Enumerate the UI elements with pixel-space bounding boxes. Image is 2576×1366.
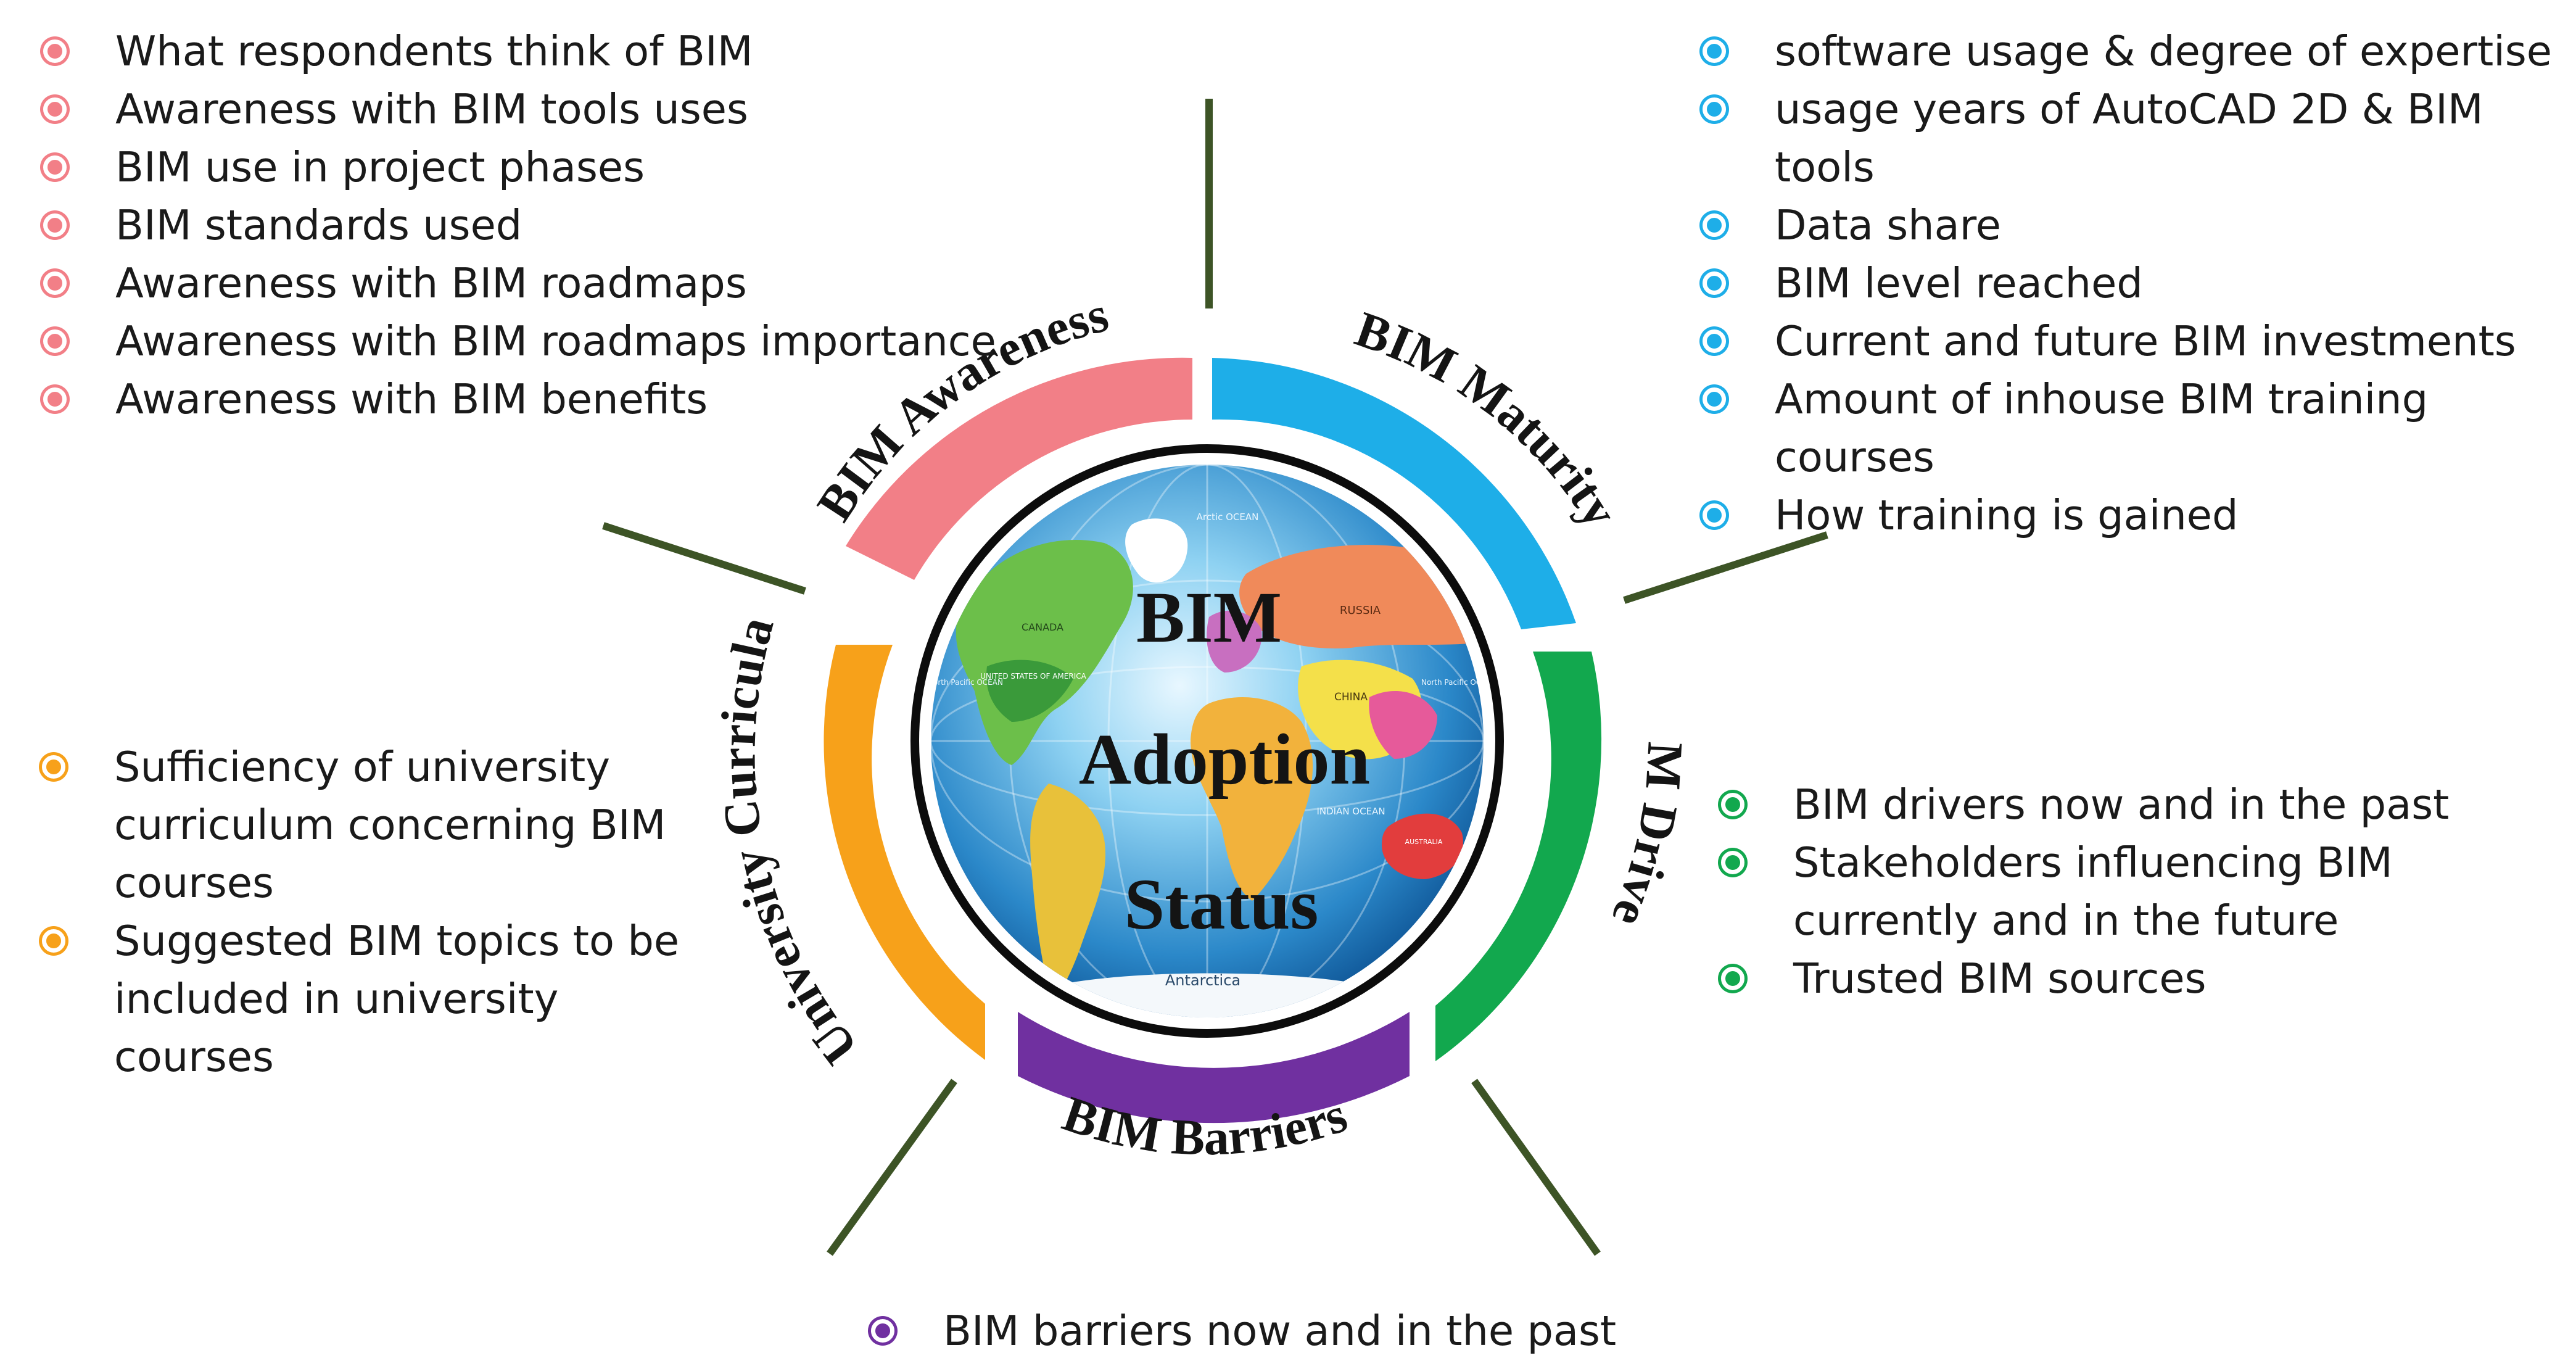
maturity-item-text: How training is gained (1775, 491, 2239, 539)
connector-line (602, 522, 806, 595)
bullet-dot-icon (42, 755, 65, 779)
bullet-dot-icon (1721, 851, 1744, 874)
maturity-item-text: usage years of AutoCAD 2D & BIM tools (1775, 85, 2483, 191)
bullet-dot-icon (1721, 793, 1744, 816)
maturity-list-item: usage years of AutoCAD 2D & BIM tools (1703, 80, 2566, 196)
maturity-list-item: software usage & degree of expertise (1703, 22, 2566, 80)
curricula-item-text: Suggested BIM topics to be included in u… (114, 917, 680, 1081)
bullet-dot-icon (1703, 387, 1726, 411)
connector-line (1623, 531, 1828, 604)
map-label-australia: AUSTRALIA (1405, 838, 1443, 846)
map-label-usa: UNITED STATES OF AMERICA (980, 672, 1086, 681)
maturity-item-text: Current and future BIM investments (1775, 317, 2516, 365)
curricula-ring-segment (824, 645, 985, 1060)
bullet-dot-icon (1703, 39, 1726, 63)
maturity-list-item: Data share (1703, 196, 2566, 254)
maturity-list-item: Amount of inhouse BIM training courses (1703, 370, 2566, 486)
maturity-items-list: software usage & degree of expertise usag… (1703, 22, 2566, 544)
bullet-dot-icon (1703, 503, 1726, 527)
map-label-canada: CANADA (1022, 621, 1063, 633)
awareness-list-item: BIM standards used (43, 196, 1030, 254)
globe: Arctic OCEAN RUSSIA CANADA UNITED STATES… (910, 444, 1504, 1038)
drivers-item-text: Trusted BIM sources (1793, 954, 2207, 1003)
bullet-dot-icon (42, 929, 65, 953)
maturity-list-item: Current and future BIM investments (1703, 312, 2566, 370)
awareness-list-item: Awareness with BIM tools uses (43, 80, 1030, 138)
bullet-dot-icon (871, 1319, 894, 1343)
barriers-items-list: BIM barriers now and in the past (871, 1302, 1735, 1360)
awareness-list-item: Awareness with BIM benefits (43, 370, 1030, 428)
map-label-north-pacific-right: North Pacific OCEAN (1421, 678, 1496, 687)
map-label-indian-ocean: INDIAN OCEAN (1316, 806, 1385, 817)
map-label-china: CHINA (1334, 691, 1368, 703)
awareness-item-text: Awareness with BIM roadmaps (115, 259, 747, 307)
barriers-item-text: BIM barriers now and in the past (943, 1307, 1617, 1355)
bullet-dot-icon (43, 387, 67, 411)
connector-line (827, 1078, 957, 1256)
bullet-dot-icon (43, 97, 67, 121)
curricula-list-item: Suggested BIM topics to be included in u… (42, 912, 727, 1086)
bullet-dot-icon (1703, 329, 1726, 353)
drivers-item-text: BIM drivers now and in the past (1793, 780, 2450, 829)
bullet-dot-icon (43, 155, 67, 179)
map-label-antarctica: Antarctica (1165, 972, 1241, 989)
maturity-item-text: Amount of inhouse BIM training courses (1775, 375, 2429, 481)
bullet-dot-icon (1721, 967, 1744, 990)
drivers-item-text: Stakeholders influencing BIM currently a… (1793, 838, 2393, 945)
awareness-items-list: What respondents think of BIM Awareness w… (43, 22, 1030, 428)
maturity-item-text: Data share (1775, 201, 2001, 249)
maturity-item-text: BIM level reached (1775, 259, 2143, 307)
maturity-list-item: How training is gained (1703, 486, 2566, 544)
drivers-list-item: Stakeholders influencing BIM currently a… (1721, 834, 2548, 950)
awareness-ring-segment (846, 357, 1192, 580)
bullet-dot-icon (43, 213, 67, 237)
awareness-item-text: Awareness with BIM roadmaps importance (115, 317, 996, 365)
map-label-north-pacific-left: North Pacific OCEAN (928, 678, 1003, 687)
drivers-list-item: Trusted BIM sources (1721, 950, 2548, 1008)
curricula-items-list: Sufficiency of university curriculum con… (42, 738, 727, 1086)
barriers-ring-segment (1018, 1012, 1410, 1124)
maturity-ring-segment (1212, 358, 1576, 629)
awareness-item-text: BIM standards used (115, 201, 522, 249)
curricula-list-item: Sufficiency of university curriculum con… (42, 738, 727, 912)
awareness-list-item: Awareness with BIM roadmaps (43, 254, 1030, 312)
map-label-russia: RUSSIA (1340, 604, 1381, 617)
map-label-arctic: Arctic OCEAN (1197, 511, 1259, 523)
center-title-line-1: BIM (1136, 577, 1282, 658)
curricula-item-text: Sufficiency of university curriculum con… (114, 743, 666, 907)
awareness-list-item: What respondents think of BIM (43, 22, 1030, 80)
bullet-dot-icon (1703, 97, 1726, 121)
bullet-dot-icon (43, 329, 67, 353)
center-title-line-2: Adoption (1079, 719, 1370, 800)
awareness-item-text: What respondents think of BIM (115, 27, 753, 75)
maturity-item-text: software usage & degree of expertise (1775, 27, 2553, 75)
awareness-item-text: BIM use in project phases (115, 143, 645, 191)
awareness-list-item: BIM use in project phases (43, 138, 1030, 196)
bullet-dot-icon (1703, 271, 1726, 295)
connector-line (1471, 1078, 1601, 1256)
bullet-dot-icon (43, 271, 67, 295)
drivers-ring-segment (1435, 652, 1602, 1061)
bullet-dot-icon (1703, 213, 1726, 237)
center-title-line-3: Status (1125, 864, 1319, 945)
awareness-item-text: Awareness with BIM tools uses (115, 85, 748, 133)
bullet-dot-icon (43, 39, 67, 63)
awareness-item-text: Awareness with BIM benefits (115, 375, 708, 423)
maturity-list-item: BIM level reached (1703, 254, 2566, 312)
world-map: Arctic OCEAN RUSSIA CANADA UNITED STATES… (928, 465, 1496, 1017)
awareness-list-item: Awareness with BIM roadmaps importance (43, 312, 1030, 370)
barriers-list-item: BIM barriers now and in the past (871, 1302, 1735, 1360)
drivers-list-item: BIM drivers now and in the past (1721, 776, 2548, 834)
